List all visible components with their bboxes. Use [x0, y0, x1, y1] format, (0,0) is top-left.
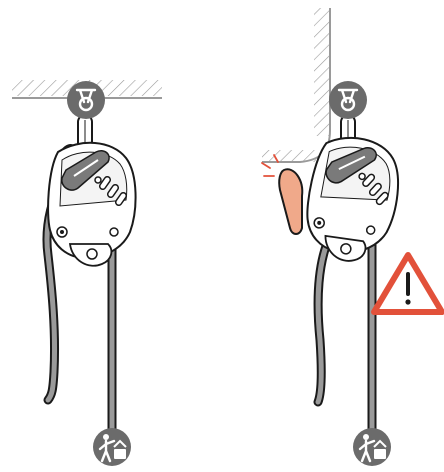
anchor-point-icon	[65, 79, 107, 121]
hauling-load-icon	[351, 426, 393, 468]
anchor-point-icon	[327, 79, 369, 121]
panel-left-correct	[12, 79, 162, 468]
panel-right-warning	[261, 8, 444, 468]
wall-hatch	[314, 8, 330, 136]
rope-clamp-device-right	[299, 131, 406, 268]
rope-clamp-device-left	[47, 141, 137, 267]
side-plate-contact	[278, 168, 304, 235]
friction-marks	[261, 154, 279, 177]
hauling-load-icon	[91, 426, 133, 468]
warning-triangle-icon	[371, 252, 444, 315]
